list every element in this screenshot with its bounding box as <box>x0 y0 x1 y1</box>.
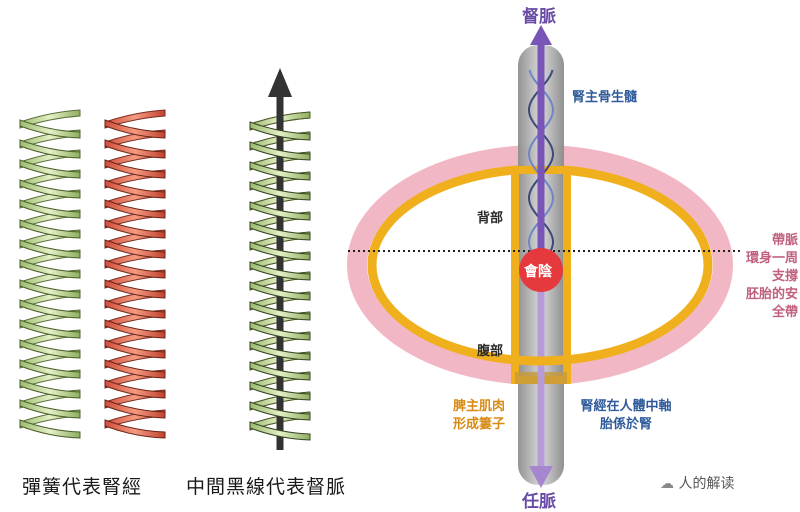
spring-coil <box>19 119 81 139</box>
spring-coil <box>19 259 81 279</box>
label-ren-mai: 任脈 <box>522 492 556 512</box>
spring-coil <box>19 199 81 219</box>
spring-coil <box>249 201 311 221</box>
spring-coil <box>19 279 81 299</box>
arrow-up-icon <box>530 25 552 45</box>
spring-coil <box>19 379 81 399</box>
spring-coil <box>249 221 311 241</box>
spring-coil <box>249 261 311 281</box>
spring-coil <box>19 319 81 339</box>
spring-coil <box>249 341 311 361</box>
spring-coil <box>104 239 166 259</box>
label-belly: 腹部 <box>477 344 504 359</box>
spring-coil <box>19 239 81 259</box>
chat-bubble-icon: ☁ <box>660 476 674 492</box>
spring-coil <box>19 399 81 419</box>
spring-coil <box>104 199 166 219</box>
label-kidney-axis: 腎經在人體中軸 胎係於腎 <box>580 399 672 432</box>
label-kidney-marrow: 腎主骨生髓 <box>572 90 638 105</box>
label-dai-vessel: 帶脈 環身一周 支撐 胚胎的安 全帶 <box>745 233 798 320</box>
arrow-down-icon <box>529 466 553 488</box>
spring-coil <box>19 179 81 199</box>
spring-coil <box>249 121 311 141</box>
spring-coil <box>19 339 81 359</box>
spring-coil <box>104 139 166 159</box>
spring-coil <box>249 181 311 201</box>
up-arrow-icon <box>268 68 292 97</box>
combined-spring-front <box>249 121 311 441</box>
spring-coil <box>19 139 81 159</box>
spring-coil <box>19 359 81 379</box>
spring-coil <box>104 339 166 359</box>
spring-coil <box>249 381 311 401</box>
spring-coil <box>249 361 311 381</box>
spring-coil <box>104 119 166 139</box>
spring-coil <box>104 419 166 439</box>
red-spring-illustration <box>104 109 166 439</box>
spring-coil <box>104 219 166 239</box>
spring-coil <box>249 161 311 181</box>
spring-coil <box>19 299 81 319</box>
label-back: 背部 <box>477 211 504 226</box>
spring-coil <box>19 219 81 239</box>
spring-coil <box>249 321 311 341</box>
spring-coil <box>249 241 311 261</box>
spring-coil <box>104 179 166 199</box>
spring-coil <box>104 319 166 339</box>
label-spleen-basket: 脾主肌肉 形成簍子 <box>452 399 505 432</box>
spring-coil <box>104 159 166 179</box>
spring-coil <box>249 401 311 421</box>
spring-coil <box>249 281 311 301</box>
caption-middle: 中間黑線代表督脈 <box>186 476 347 498</box>
spring-coil <box>249 301 311 321</box>
spring-coil <box>249 421 311 441</box>
huiyin-point <box>519 248 563 292</box>
spring-coil <box>104 399 166 419</box>
watermark: ☁ 人的解读 <box>660 476 735 492</box>
label-huiyin: 會陰 <box>524 264 552 280</box>
green-spring-illustration <box>19 109 81 439</box>
spring-coil <box>19 419 81 439</box>
spring-coil <box>19 159 81 179</box>
spring-coil <box>104 359 166 379</box>
label-du-mai: 督脈 <box>522 7 556 27</box>
spring-coil <box>104 279 166 299</box>
dai-vessel-orange-ring-front <box>367 264 713 366</box>
spring-coil <box>104 379 166 399</box>
spring-coil <box>104 299 166 319</box>
spring-coil <box>249 141 311 161</box>
caption-left: 彈簧代表腎經 <box>22 476 143 498</box>
spring-coil <box>104 259 166 279</box>
